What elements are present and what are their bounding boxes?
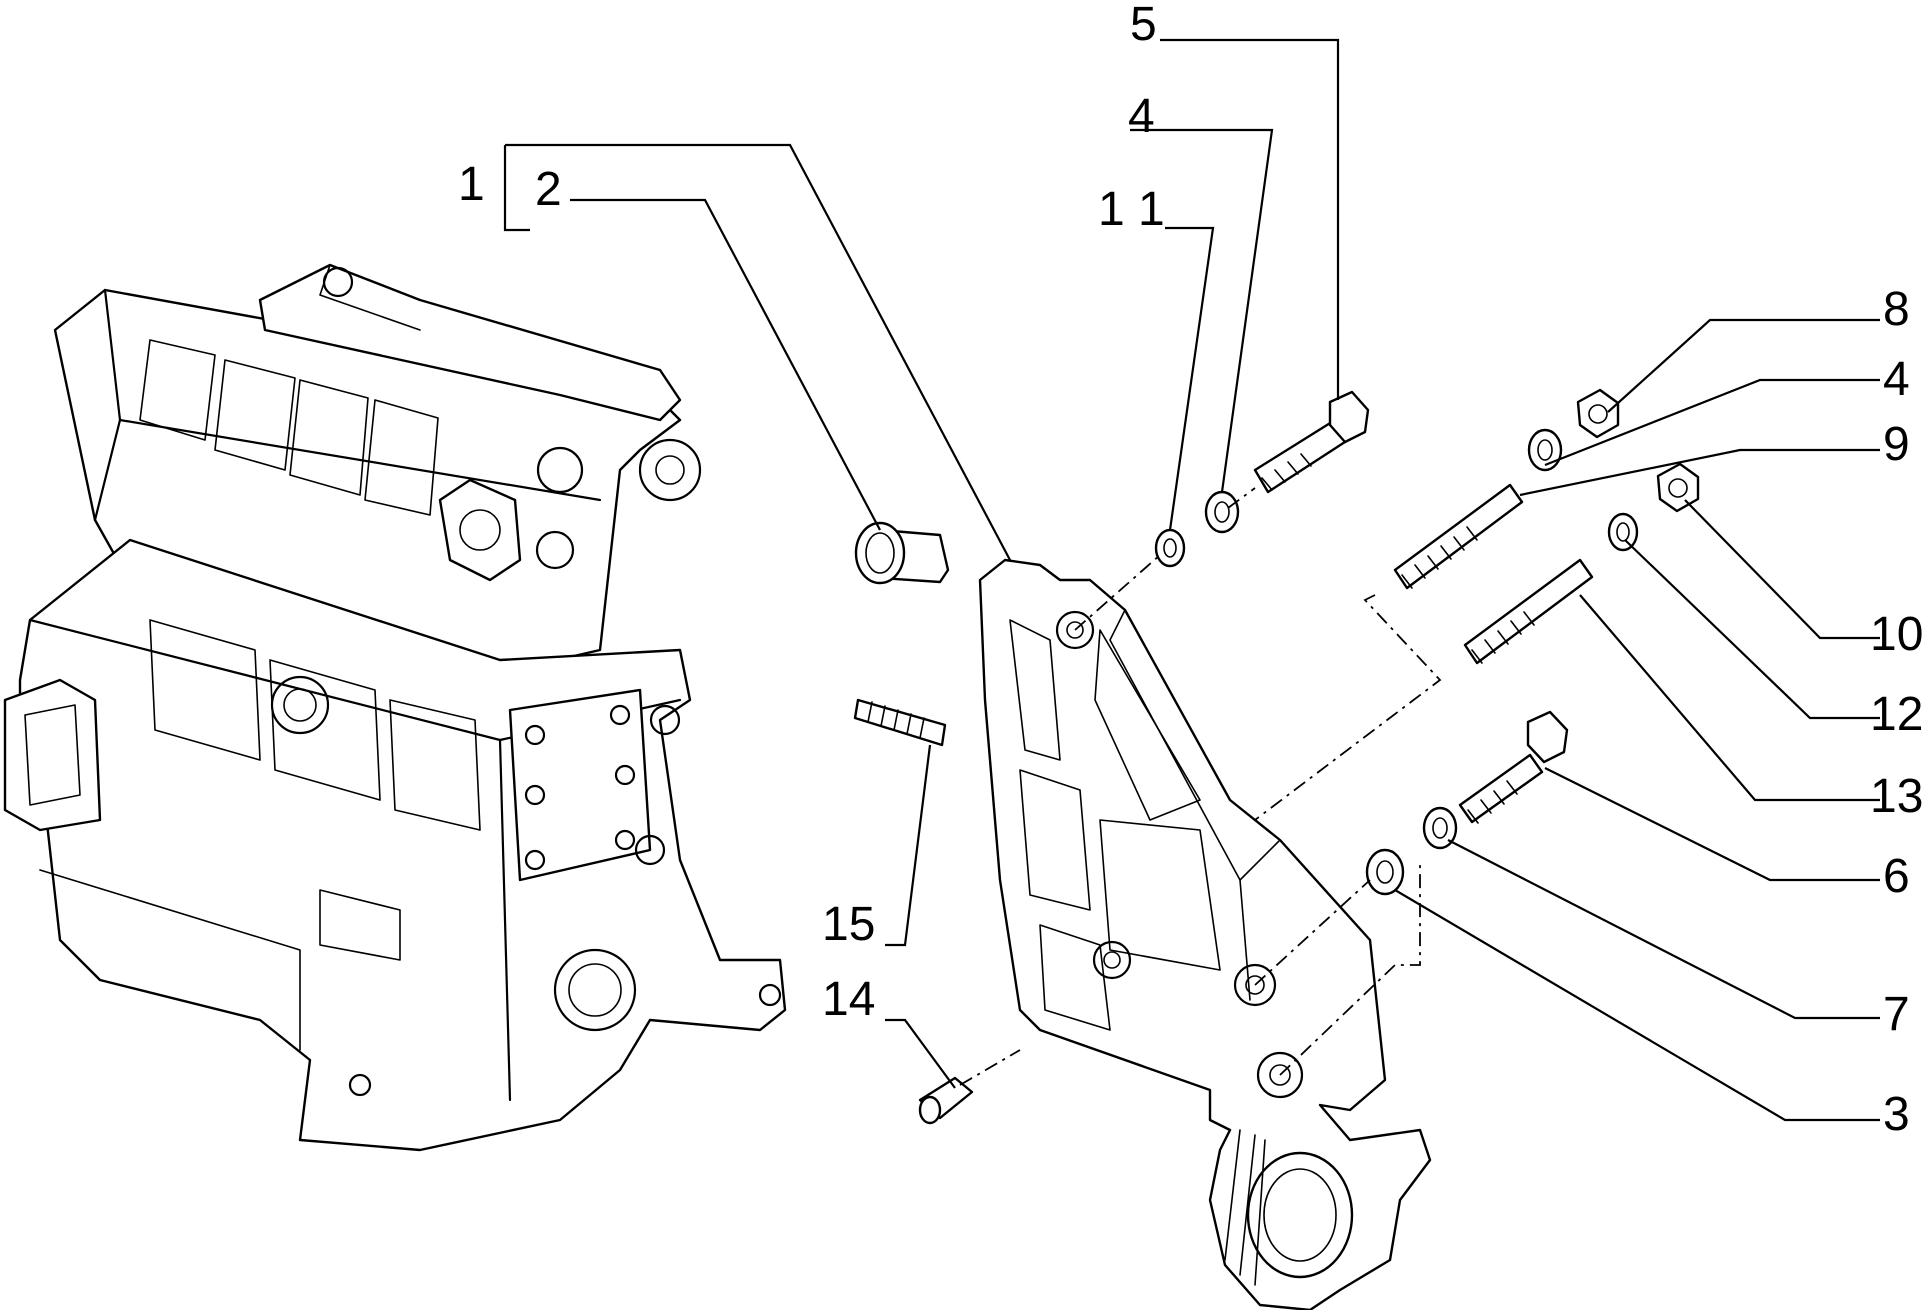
engine-block [3, 263, 787, 1152]
callout-labels: 1 2 5 4 1 1 8 4 9 10 12 13 6 7 3 15 14 [458, 0, 1923, 1141]
callout-15: 15 [822, 898, 875, 951]
part-4-washer-upper [1204, 490, 1240, 534]
assembly-center-lines [959, 487, 1442, 1086]
callout-9: 9 [1883, 418, 1910, 471]
callout-7: 7 [1883, 988, 1910, 1041]
part-15-stud [853, 698, 947, 747]
part-3-washer [1365, 848, 1405, 896]
callout-14: 14 [822, 973, 875, 1026]
callout-2: 2 [535, 163, 562, 216]
part-6-bolt [1458, 710, 1569, 824]
callout-10: 10 [1870, 608, 1923, 661]
part-7-washer [1422, 806, 1458, 850]
callout-8: 8 [1883, 283, 1910, 336]
callout-1: 1 [458, 158, 485, 211]
part-12-washer [1607, 512, 1639, 552]
callout-13: 13 [1870, 770, 1923, 823]
callout-4-right: 4 [1883, 353, 1910, 406]
part-2-bushing [854, 521, 950, 585]
callout-4-top: 4 [1128, 90, 1155, 143]
leader-lines [503, 38, 1880, 1122]
part-13-stud [1463, 558, 1594, 665]
callout-12: 12 [1870, 688, 1923, 741]
callout-3: 3 [1883, 1088, 1910, 1141]
part-8-nut [1576, 388, 1620, 439]
support-bracket [978, 558, 1432, 1310]
part-5-bolt [1253, 390, 1370, 494]
part-9-stud [1393, 483, 1524, 590]
callout-11: 1 1 [1098, 183, 1165, 236]
callout-6: 6 [1883, 850, 1910, 903]
callout-5: 5 [1130, 0, 1157, 51]
part-11-spring-washer [1154, 528, 1186, 568]
part-10-nut [1656, 462, 1700, 513]
part-4-washer-right [1527, 428, 1563, 472]
part-14-pin [918, 1076, 974, 1125]
